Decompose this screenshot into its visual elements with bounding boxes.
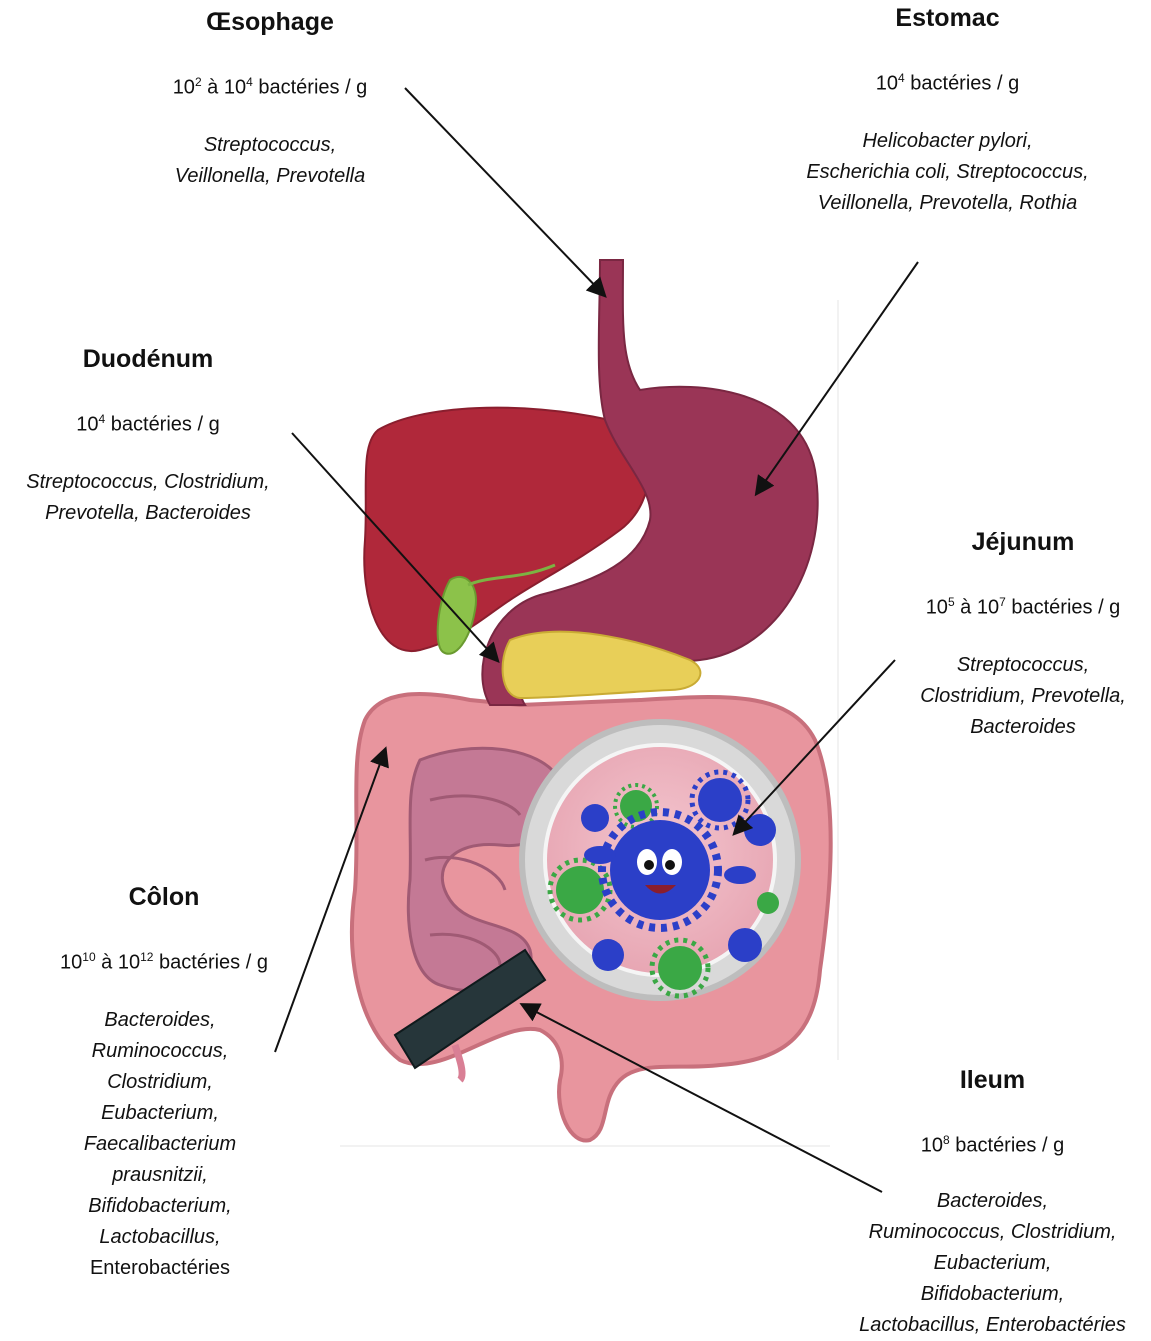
colon-label: Côlon 1010 à 1012 bactéries / g Bacteroi… xyxy=(30,883,298,1284)
species-line: Bifidobacterium, xyxy=(60,1191,260,1222)
jejunum-label: Jéjunum 105 à 107 bactéries / g Streptoc… xyxy=(898,528,1148,743)
species-line: Streptococcus, xyxy=(120,130,420,161)
oesophage-label: Œsophage 102 à 104 bactéries / g Strepto… xyxy=(120,8,420,192)
blue-bacterium xyxy=(581,804,609,832)
species-line: Clostridium, Prevotella, xyxy=(898,681,1148,712)
oesophage-count: 102 à 104 bactéries / g xyxy=(120,75,420,100)
jejunum-title: Jéjunum xyxy=(898,528,1148,557)
species-line: Lactobacillus, Enterobactéries xyxy=(835,1310,1150,1341)
species-line: Escherichia coli, Streptococcus, xyxy=(780,157,1115,188)
duodenum-species: Streptococcus, Clostridium, Prevotella, … xyxy=(2,467,294,529)
species-line: Ruminococcus, xyxy=(60,1036,260,1067)
species-line: Helicobacter pylori, xyxy=(780,126,1115,157)
species-line: prausnitzii, xyxy=(60,1160,260,1191)
species-line: Eubacterium, xyxy=(60,1098,260,1129)
ileum-title: Ileum xyxy=(835,1066,1150,1095)
green-bacterium xyxy=(652,940,708,996)
blue-bacterium xyxy=(692,772,748,828)
ileum-species: Bacteroides, Ruminococcus, Clostridium, … xyxy=(835,1186,1150,1341)
estomac-count: 104 bactéries / g xyxy=(780,71,1115,96)
species-line: Streptococcus, xyxy=(898,650,1148,681)
blue-bacterium xyxy=(728,928,762,962)
arrow-oesophage xyxy=(405,88,604,295)
species-line: Faecalibacterium xyxy=(60,1129,260,1160)
species-line: Ruminococcus, Clostridium, xyxy=(835,1217,1150,1248)
ileum-count: 108 bactéries / g xyxy=(835,1133,1150,1158)
green-bacterium xyxy=(757,892,779,914)
species-line: Bifidobacterium, xyxy=(835,1279,1150,1310)
species-line: Eubacterium, xyxy=(835,1248,1150,1279)
colon-title: Côlon xyxy=(30,883,298,912)
estomac-label: Estomac 104 bactéries / g Helicobacter p… xyxy=(780,4,1115,219)
species-line: Streptococcus, Clostridium, xyxy=(2,467,294,498)
species-line: Bacteroides, xyxy=(835,1186,1150,1217)
species-line: Prevotella, Bacteroides xyxy=(2,498,294,529)
estomac-title: Estomac xyxy=(780,4,1115,33)
blue-bacterium xyxy=(592,939,624,971)
species-line: Lactobacillus, xyxy=(60,1222,260,1253)
species-line: Bacteroides, xyxy=(60,1005,260,1036)
ileum-label: Ileum 108 bactéries / g Bacteroides, Rum… xyxy=(835,1066,1150,1341)
species-line: Clostridium, xyxy=(60,1067,260,1098)
colon-species: Bacteroides, Ruminococcus, Clostridium, … xyxy=(60,1005,260,1284)
duodenum-title: Duodénum xyxy=(2,345,294,374)
oesophage-title: Œsophage xyxy=(120,8,420,37)
species-line: Enterobactéries xyxy=(90,1257,230,1279)
duodenum-label: Duodénum 104 bactéries / g Streptococcus… xyxy=(2,345,294,529)
estomac-species: Helicobacter pylori, Escherichia coli, S… xyxy=(780,126,1115,219)
colon-count: 1010 à 1012 bactéries / g xyxy=(30,950,298,975)
species-line: Veillonella, Prevotella, Rothia xyxy=(780,188,1115,219)
jejunum-species: Streptococcus, Clostridium, Prevotella, … xyxy=(898,650,1148,743)
species-line: Veillonella, Prevotella xyxy=(120,161,420,192)
jejunum-count: 105 à 107 bactéries / g xyxy=(898,595,1148,620)
duodenum-count: 104 bactéries / g xyxy=(2,412,294,437)
oesophage-species: Streptococcus, Veillonella, Prevotella xyxy=(120,130,420,192)
species-line: Bacteroides xyxy=(898,712,1148,743)
